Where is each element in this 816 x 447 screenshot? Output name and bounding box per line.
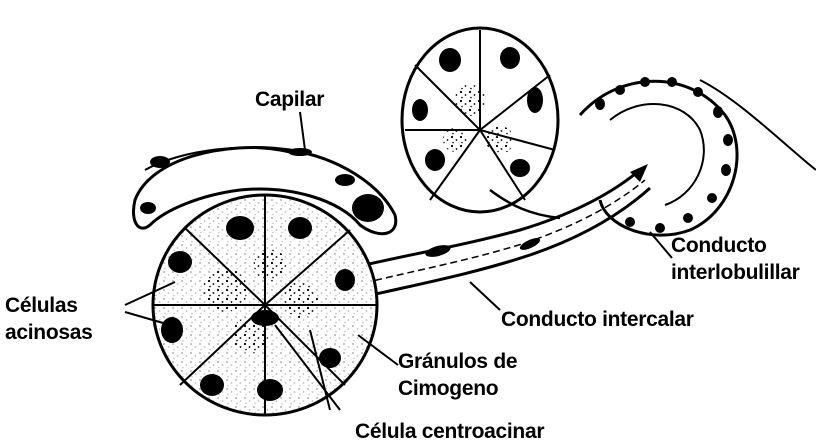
upper-acinus: [402, 28, 560, 218]
interlobular-duct: [580, 77, 816, 235]
main-acinus: [153, 195, 377, 415]
intercalated-duct-label: Conducto intercalar: [501, 306, 694, 333]
centroacinar-cell-label: Célula centroacinar: [355, 418, 544, 445]
capillary-label: Capilar: [255, 86, 324, 113]
interlobular-duct-label: Conducto interlobulillar: [671, 232, 800, 286]
acinar-cells-label: Células acinosas: [5, 292, 93, 346]
zymogen-granules-label: Gránulos de Cimogeno: [398, 348, 517, 402]
centroacinar-cell: [251, 310, 279, 326]
